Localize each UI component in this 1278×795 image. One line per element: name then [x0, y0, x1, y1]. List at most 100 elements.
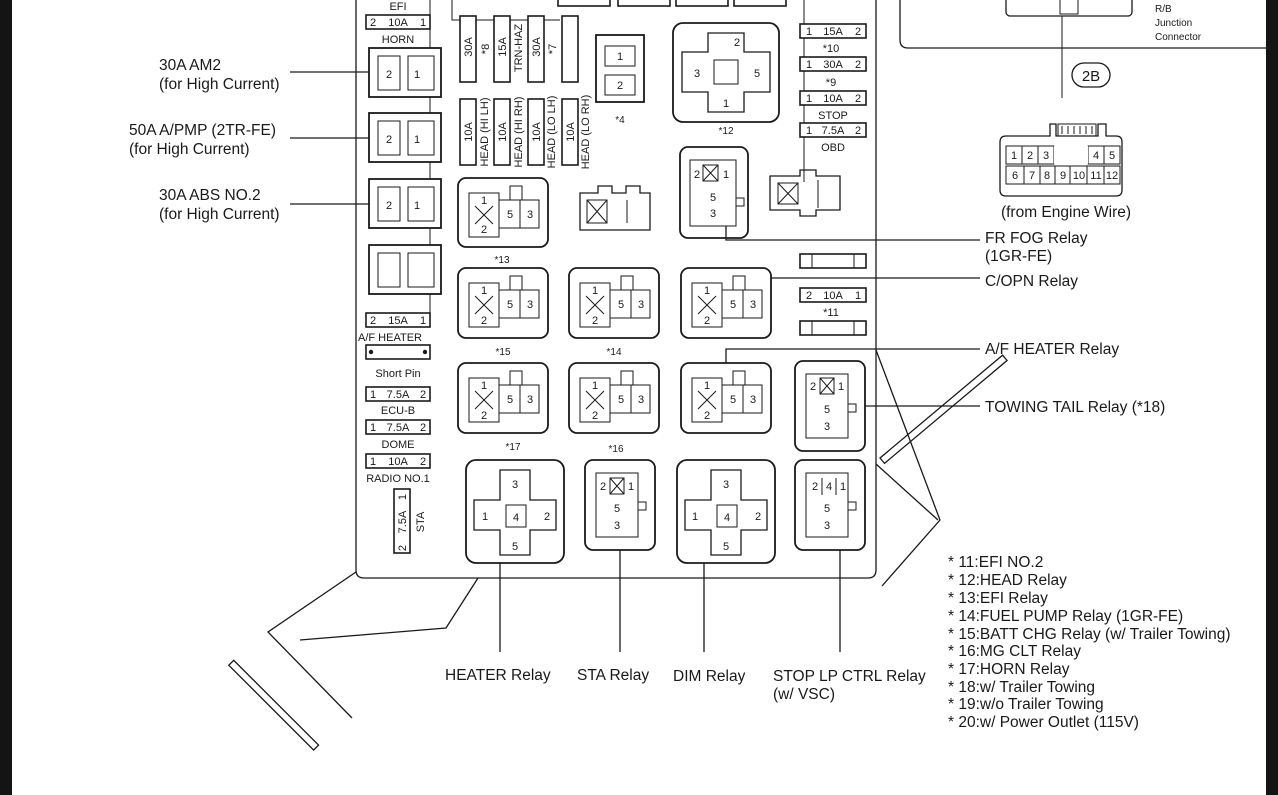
blank-slot-lower — [799, 320, 867, 336]
svg-text:5: 5 — [730, 394, 736, 406]
engine-pin-9: 9 — [1060, 170, 1066, 182]
spare-slot-inner-a — [377, 252, 401, 288]
short-pin-name: Short Pin — [375, 368, 420, 380]
ecub-fuse — [365, 386, 431, 402]
radio-fuse-pin1: 1 — [370, 456, 376, 468]
fuse-stop-amp: 10A — [823, 93, 843, 105]
am2-callout-1: 30A AM2 — [159, 57, 221, 74]
engine-wire-connector — [999, 123, 1123, 197]
sta-fuse-pin2: 2 — [397, 545, 409, 551]
right-bracket — [875, 349, 941, 587]
abs-callout-2: (for High Current) — [159, 206, 280, 223]
relay-12-cross — [681, 32, 771, 113]
fuse-10a-11-pin1: 1 — [855, 290, 861, 302]
blank-slot-lower-div — [811, 321, 855, 335]
sta-fuse-pin1: 1 — [397, 494, 409, 500]
svg-text:5: 5 — [512, 541, 518, 553]
svg-text:2: 2 — [592, 315, 598, 327]
fuse-15a-10-pin2: 2 — [855, 26, 861, 38]
head-lo-rh-fuse — [561, 98, 579, 166]
af-heater-relay: 1 2 5 3 — [680, 362, 772, 434]
abs-fuse-inner-a — [377, 186, 401, 222]
stop-lp-callout-1: STOP LP CTRL Relay — [773, 668, 926, 685]
am2-fuse-inner-b — [407, 55, 435, 91]
engine-wire-label: (from Engine Wire) — [1001, 204, 1131, 221]
dim-callout: DIM Relay — [673, 668, 746, 685]
efi-label: EFI — [389, 1, 406, 13]
dome-fuse-name: DOME — [382, 439, 415, 451]
svg-text:2: 2 — [810, 381, 816, 393]
svg-text:1: 1 — [592, 285, 598, 297]
fuse-15a-trn-name: TRN-HAZ — [513, 24, 525, 73]
engine-pin-7: 7 — [1029, 170, 1035, 182]
fr-fog-pin3: 3 — [710, 208, 716, 220]
relay-12-mark: *12 — [718, 126, 733, 137]
af-heater-fuse-name: A/F HEATER — [358, 332, 422, 344]
sta-fuse-amp: 7.5A — [397, 510, 409, 533]
towing-tail-relay: 2 1 5 3 — [794, 360, 866, 452]
radio-fuse-pin2: 2 — [420, 456, 426, 468]
apmp-callout-1: 50A A/PMP (2TR-FE) — [129, 122, 276, 139]
small-connector-mid — [579, 185, 651, 231]
svg-text:5: 5 — [614, 503, 620, 515]
top-partial-box-1 — [557, 0, 611, 7]
fr-fog-relay-cell-x — [702, 164, 719, 182]
relay-15: 1 2 5 3 — [457, 267, 549, 339]
small-connector-mid-cell — [586, 199, 608, 224]
fuse-30a-8-amp: 30A — [463, 37, 475, 57]
fuse-stop — [799, 90, 867, 106]
svg-text:2: 2 — [481, 315, 487, 327]
svg-text:3: 3 — [824, 421, 830, 433]
fr-fog-relay-body — [689, 159, 737, 227]
radio-fuse-name: RADIO NO.1 — [366, 473, 430, 485]
ecub-fuse-amp: 7.5A — [387, 389, 410, 401]
relay-4-pin1 — [604, 45, 636, 67]
fr-fog-pin5: 5 — [710, 192, 716, 204]
relay-17-mark: *17 — [505, 442, 520, 453]
svg-text:1: 1 — [592, 380, 598, 392]
note-16: * 16:MG CLT Relay — [948, 643, 1081, 660]
fr-fog-tab — [735, 197, 745, 207]
svg-text:1: 1 — [704, 285, 710, 297]
fuse-30a-8-name: *8 — [480, 44, 492, 54]
fuse-30a-9-name: *9 — [826, 77, 836, 89]
efi-fuse-pin2: 2 — [370, 17, 376, 29]
fr-fog-callout-2: (1GR-FE) — [985, 248, 1052, 265]
relay-14: 1 2 5 3 — [568, 267, 660, 339]
svg-text:3: 3 — [723, 479, 729, 491]
svg-text:3: 3 — [750, 299, 756, 311]
svg-text:2: 2 — [812, 481, 818, 493]
bottom-left-rail — [227, 659, 320, 752]
relay-12-pin5: 5 — [754, 68, 760, 80]
fr-fog-pin2: 2 — [694, 169, 700, 181]
relay-14-mark: *14 — [606, 347, 621, 358]
af-heater-fuse — [365, 312, 431, 328]
af-heater-fuse-pin1: 1 — [420, 315, 426, 327]
sta-callout: STA Relay — [577, 667, 649, 684]
svg-text:3: 3 — [824, 520, 830, 532]
fuse-15a-10-name: *10 — [823, 43, 840, 55]
fuse-15a-trn — [493, 15, 511, 83]
relay-16: 1 2 5 3 — [568, 362, 660, 434]
svg-text:1: 1 — [704, 380, 710, 392]
fuse-obd-amp: 7.5A — [822, 125, 845, 137]
fuse-30a-9-pin2: 2 — [855, 59, 861, 71]
svg-text:2: 2 — [755, 511, 761, 523]
rb-connector-body — [1005, 0, 1133, 17]
head-lo-rh-name: HEAD (LO RH) — [580, 95, 592, 170]
fuse-30a-7-amp: 30A — [531, 37, 543, 57]
svg-text:2: 2 — [592, 410, 598, 422]
note-13: * 13:EFI Relay — [948, 590, 1048, 607]
head-lo-lh-fuse — [527, 98, 545, 166]
relay-4-pin1-num: 1 — [617, 51, 623, 63]
svg-text:2: 2 — [600, 481, 606, 493]
copn-callout: C/OPN Relay — [985, 273, 1078, 290]
relay-16-mark: *16 — [608, 444, 623, 455]
svg-text:5: 5 — [507, 299, 513, 311]
fuse-30a-9 — [799, 56, 867, 72]
ecub-fuse-name: ECU-B — [381, 405, 415, 417]
radio-fuse — [365, 453, 431, 469]
engine-pin-4: 4 — [1093, 150, 1099, 162]
small-connector-mid-x — [586, 199, 608, 224]
svg-text:1: 1 — [692, 511, 698, 523]
